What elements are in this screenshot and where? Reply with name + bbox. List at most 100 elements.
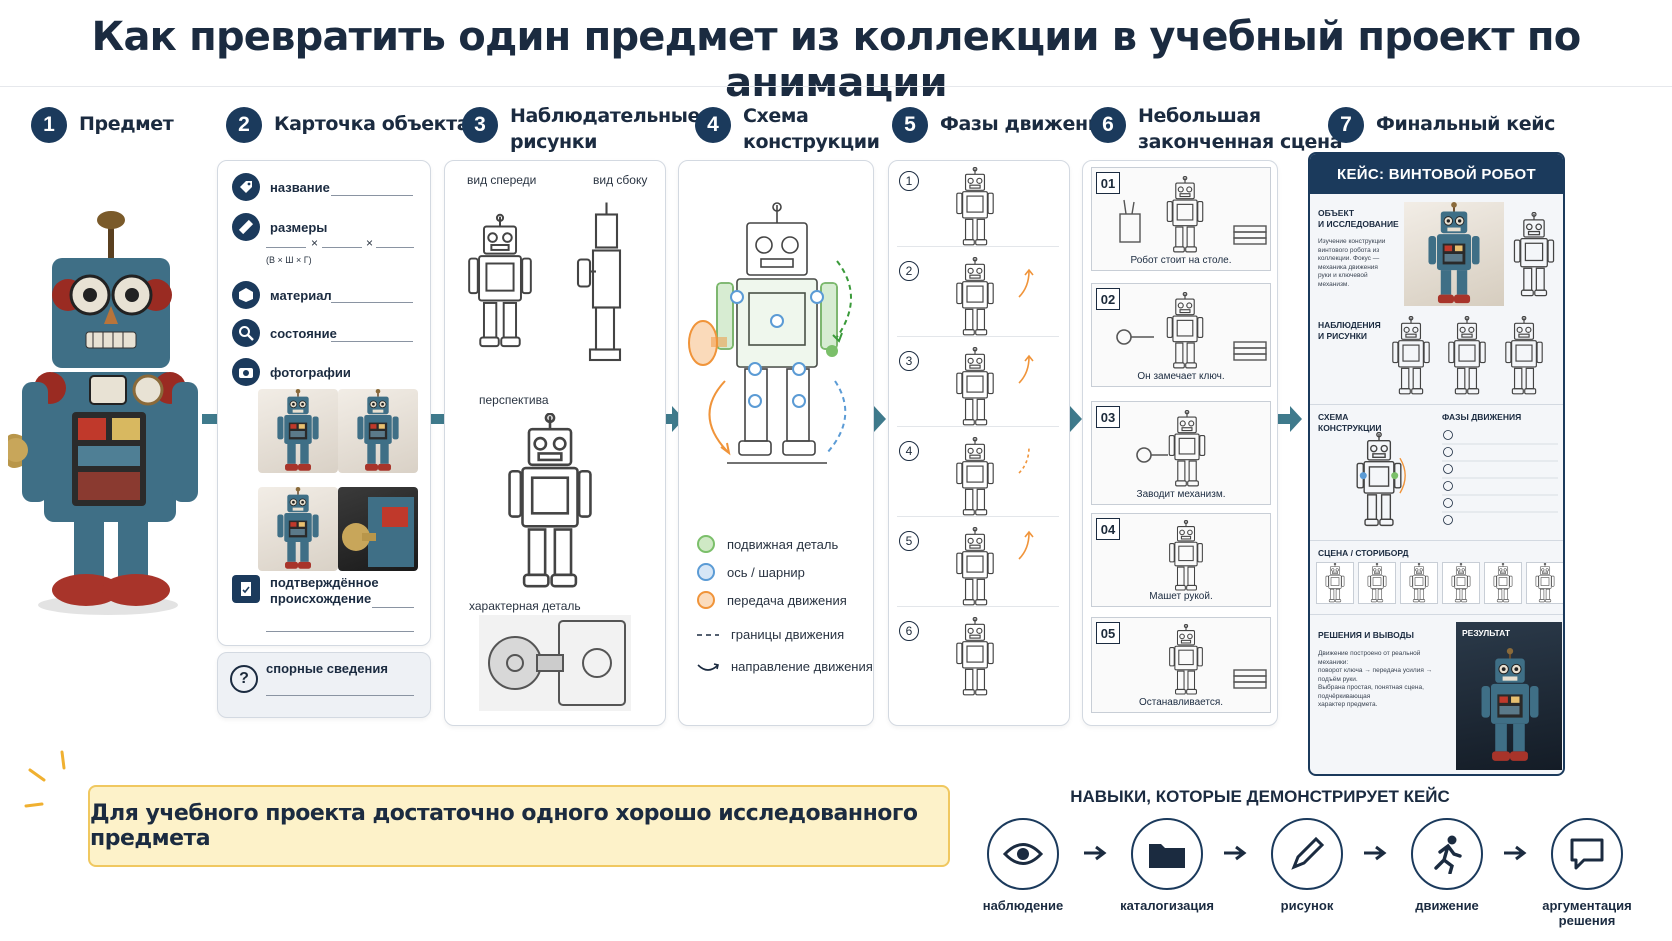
page-title: Как превратить один предмет из коллекции… <box>91 14 1582 106</box>
perspective-sketch <box>485 413 615 596</box>
motion-arrow-icon <box>1018 446 1030 474</box>
speech-bubble-icon <box>1551 818 1623 890</box>
side-view-sketch <box>575 197 635 372</box>
field-line <box>266 631 414 632</box>
scene-number: 02 <box>1096 288 1120 310</box>
construction-scheme-card: подвижная деталь ось / шарнир передача д… <box>678 160 874 726</box>
step-header-1: 1 Предмет <box>31 107 174 143</box>
step-label: Фазы движения <box>940 113 1113 135</box>
skill-cataloguing: каталогизация <box>1112 818 1222 913</box>
skill-arrow-icon <box>1084 845 1107 861</box>
field-label: название <box>270 179 330 195</box>
question-icon: ? <box>230 665 258 693</box>
legend-label: направление движения <box>731 659 873 674</box>
field-line <box>331 195 413 196</box>
phase-row: 6 <box>897 613 1059 697</box>
robot-photo <box>4 200 204 620</box>
eye-icon <box>987 818 1059 890</box>
final-case-header: КЕЙС: ВИНТОВОЙ РОБОТ <box>1310 154 1563 194</box>
scene-caption: Машет рукой. <box>1149 591 1213 602</box>
final-drawings-label: НАБЛЮДЕНИЯ И РИСУНКИ <box>1318 320 1381 341</box>
scene-caption: Останавливается. <box>1138 697 1224 708</box>
step-header-3: 3 Наблюдательные рисунки <box>462 103 700 155</box>
final-drawing-sketch <box>1442 316 1492 401</box>
phase-number: 3 <box>899 351 919 371</box>
final-scene-label: СЦЕНА / СТОРИБОРД <box>1318 548 1409 558</box>
final-result-image: РЕЗУЛЬТАТ <box>1456 622 1562 770</box>
final-phases-mini-grid <box>1442 430 1558 525</box>
pencil-icon <box>1271 818 1343 890</box>
skill-arrow-icon <box>1364 845 1387 861</box>
document-check-icon <box>232 575 260 603</box>
legend-moving-part: подвижная деталь <box>697 535 838 553</box>
skill-arrow-icon <box>1224 845 1247 861</box>
cube-icon <box>232 281 260 309</box>
legend-axis-joint: ось / шарнир <box>697 563 805 581</box>
size-separator: × <box>366 236 374 250</box>
final-object-sketch <box>1510 212 1558 303</box>
step-header-7: 7 Финальный кейс <box>1328 107 1555 143</box>
storyboard-frame <box>1442 562 1480 604</box>
scene-number: 03 <box>1096 406 1120 428</box>
final-object-photo <box>1404 202 1504 306</box>
field-label: подтверждённое происхождение <box>270 575 379 606</box>
step-label: Схема конструкции <box>743 105 880 153</box>
skill-drawing: рисунок <box>1252 818 1362 913</box>
scene-frame: 01 Робот стоит на столе. <box>1091 167 1271 271</box>
final-object-label: ОБЪЕКТ И ИССЛЕДОВАНИЕ <box>1318 208 1399 229</box>
storyboard-frame <box>1316 562 1354 604</box>
object-photo-back <box>258 487 338 571</box>
field-label: размеры <box>270 219 328 235</box>
pencil-cup-sketch <box>1119 199 1141 243</box>
scene-number: 04 <box>1096 518 1120 540</box>
phase-row: 4 <box>897 433 1059 517</box>
legend-label: передача движения <box>727 592 847 608</box>
scene-number: 05 <box>1096 622 1120 644</box>
motion-phases-card: 1 2 3 4 5 6 <box>888 160 1070 726</box>
final-object-text: Изучение конструкции винтового робота из… <box>1318 238 1386 288</box>
size-hint: (В × Ш × Г) <box>266 255 312 265</box>
field-line <box>266 247 306 248</box>
tag-icon <box>232 173 260 201</box>
final-conclusions-label: РЕШЕНИЯ И ВЫВОДЫ <box>1318 630 1415 640</box>
title-divider <box>0 86 1672 87</box>
skill-argumentation: аргументация решения <box>1532 818 1642 928</box>
step-number: 5 <box>892 107 928 143</box>
final-result-label: РЕЗУЛЬТАТ <box>1462 628 1511 638</box>
step-label: Карточка объекта <box>274 113 470 135</box>
skill-observation: наблюдение <box>968 818 1078 913</box>
step-number: 6 <box>1090 107 1126 143</box>
field-line <box>376 247 414 248</box>
key-message-banner: Для учебного проекта достаточно одного х… <box>88 785 950 867</box>
books-sketch <box>1233 225 1267 245</box>
front-view-sketch <box>463 197 537 372</box>
camera-icon <box>232 358 260 386</box>
scene-frame: 04 Машет рукой. <box>1091 513 1271 607</box>
scene-number: 01 <box>1096 172 1120 194</box>
field-condition: состояние <box>232 319 337 347</box>
legend-swatch <box>697 591 715 609</box>
dashed-line-icon <box>697 633 719 636</box>
curved-arrow-icon <box>697 662 719 671</box>
skill-label: аргументация решения <box>1542 898 1632 928</box>
sparkle-icon <box>24 750 66 808</box>
legend-label: ось / шарнир <box>727 564 805 580</box>
legend-label: границы движения <box>731 627 845 642</box>
section-divider <box>1310 540 1563 541</box>
object-photo-front <box>258 389 338 473</box>
field-line <box>331 341 413 342</box>
final-drawing-sketch <box>1496 316 1552 401</box>
field-photos: фотографии <box>232 358 351 386</box>
phase-row: 2 <box>897 253 1059 337</box>
disputed-label: спорные сведения <box>266 661 388 676</box>
motion-arrow-icon <box>1018 354 1034 384</box>
field-material: материал <box>232 281 332 309</box>
step-number: 7 <box>1328 107 1364 143</box>
field-label: фотографии <box>270 364 351 380</box>
detail-sketch <box>479 615 631 711</box>
storyboard-frame <box>1526 562 1563 604</box>
legend-transmission: передача движения <box>697 591 847 609</box>
object-photo-detail <box>338 487 418 571</box>
key-sketch <box>1116 329 1154 345</box>
skill-label: рисунок <box>1280 898 1334 913</box>
